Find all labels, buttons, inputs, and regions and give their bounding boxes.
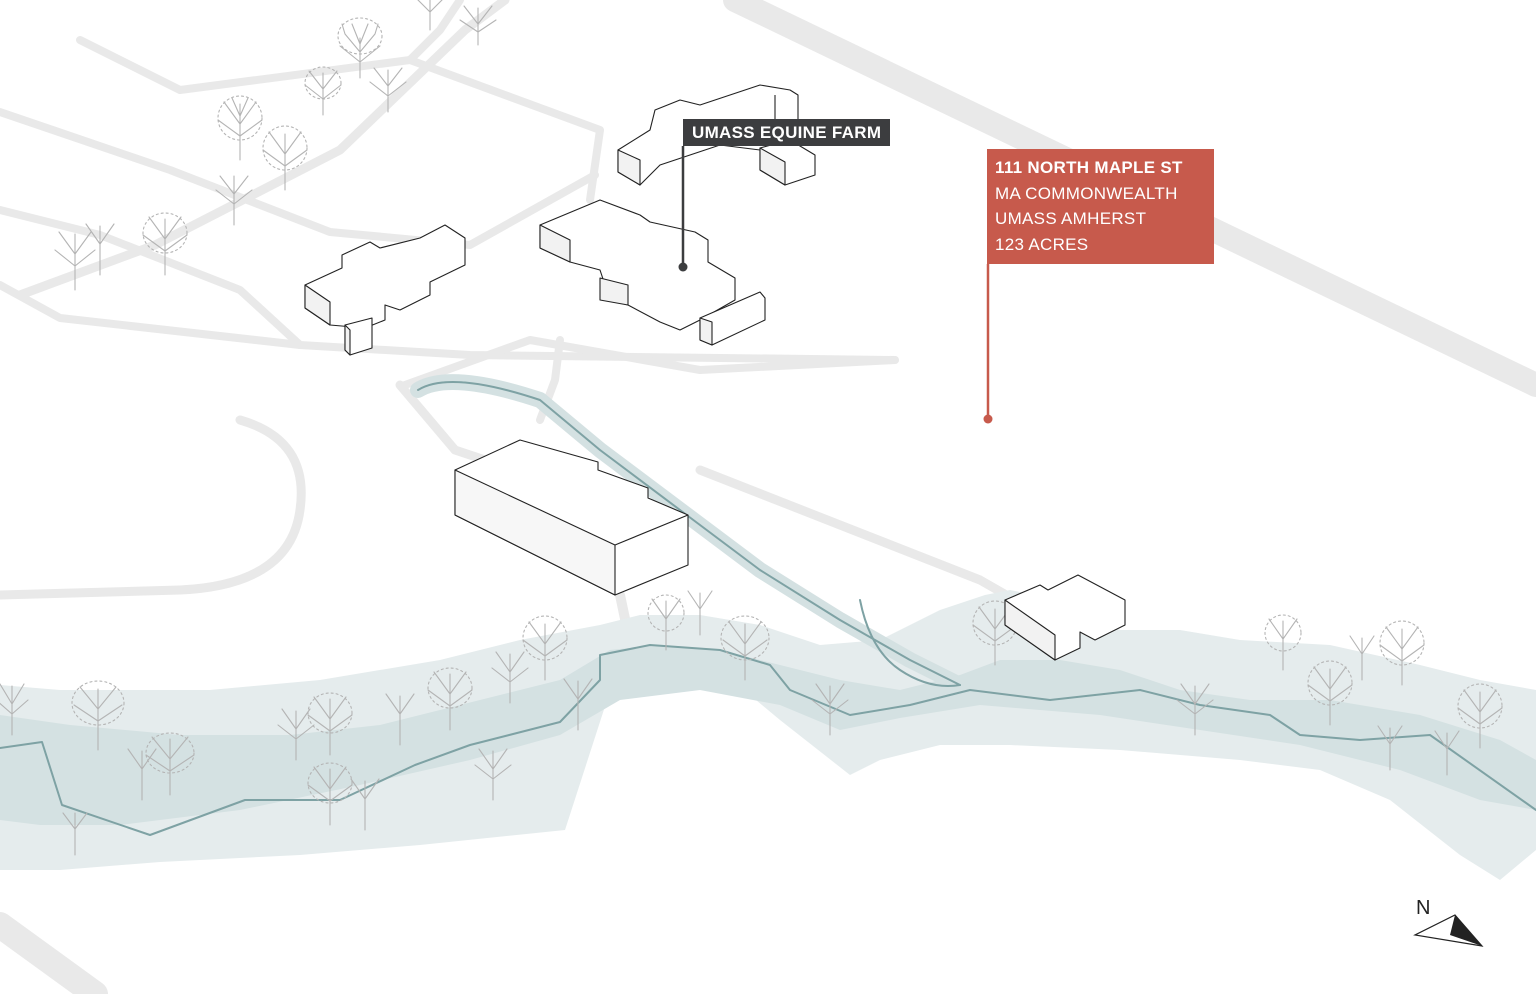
tree: [145, 732, 195, 796]
tree: [647, 594, 685, 651]
tree: [1434, 730, 1460, 776]
tree: [720, 615, 770, 681]
building-h: [1004, 574, 1126, 661]
north-arrow-icon: [1413, 914, 1484, 947]
tree: [142, 212, 188, 276]
road-upper: [0, 108, 599, 249]
tree: [0, 683, 29, 736]
parcel-area: 123 ACRES: [995, 234, 1089, 254]
wetland-inner-zone: [0, 645, 1536, 825]
tree: [307, 692, 353, 756]
road-east: [695, 465, 1020, 605]
parcel-label: 111 NORTH MAPLE ST MA COMMONWEALTH UMASS…: [987, 149, 1214, 264]
parcel-marker-dot: [983, 414, 993, 424]
wetland-outer-zone: [0, 590, 1536, 880]
tree: [217, 95, 263, 161]
tree: [1379, 620, 1425, 686]
tree: [215, 175, 253, 226]
tree: [350, 778, 380, 831]
road-top: [406, 0, 464, 64]
tree: [277, 708, 315, 761]
streams: [0, 374, 1536, 836]
parcel-address: 111 NORTH MAPLE ST: [995, 158, 1183, 177]
farm-label: UMASS EQUINE FARM: [683, 119, 891, 146]
tree: [262, 125, 308, 191]
tree: [491, 651, 529, 704]
tree: [71, 680, 125, 751]
trees: [0, 0, 1503, 856]
tree: [563, 678, 593, 731]
tree: [85, 223, 115, 276]
buildings: [304, 84, 1126, 661]
tree: [369, 67, 407, 113]
road-inner: [0, 206, 304, 349]
building-cross: [304, 224, 466, 356]
tree: [522, 615, 568, 681]
tree: [811, 683, 849, 736]
parcel-owner: MA COMMONWEALTH: [995, 183, 1178, 203]
tree: [127, 748, 157, 801]
parcel-institution: UMASS AMHERST: [995, 209, 1147, 228]
channel-center: [417, 381, 961, 686]
farm-marker-dot: [678, 262, 688, 272]
tree: [1457, 683, 1503, 749]
tree: [385, 693, 415, 746]
tree: [687, 590, 713, 636]
building-farm-main: [539, 199, 766, 346]
tree: [62, 812, 88, 856]
tree: [1377, 725, 1403, 771]
tree: [1349, 635, 1375, 681]
callout-leaders: [678, 146, 993, 424]
tree: [417, 0, 443, 31]
tree: [1307, 660, 1353, 726]
tree: [307, 762, 353, 826]
tree: [54, 231, 96, 291]
road-loop: [0, 415, 306, 600]
building-barn: [454, 439, 689, 596]
tree: [304, 66, 342, 116]
road-north-connector: [76, 36, 604, 204]
tree: [474, 748, 512, 801]
tree: [427, 667, 473, 731]
tree: [1264, 614, 1302, 671]
tree: [337, 17, 383, 79]
tree: [1176, 683, 1214, 736]
tree: [459, 5, 497, 46]
highway-lower: [0, 912, 108, 994]
road-center: [401, 336, 899, 389]
north-letter: N: [1416, 897, 1431, 919]
channel-return: [859, 599, 961, 687]
wetland-buffer: [0, 590, 1536, 880]
